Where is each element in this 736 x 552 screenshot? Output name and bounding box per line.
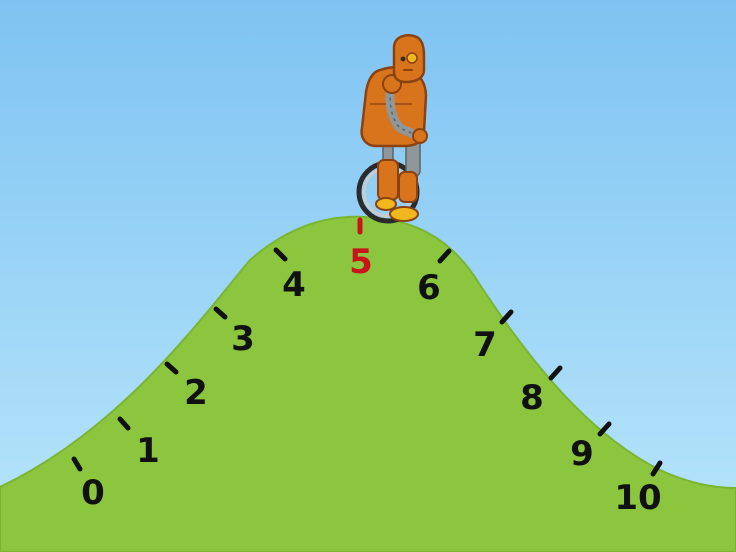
tick-3 xyxy=(213,306,228,320)
tick-label-1: 1 xyxy=(136,431,160,471)
tick-label-2: 2 xyxy=(184,373,208,413)
tick-label-3: 3 xyxy=(231,319,255,359)
tick-9 xyxy=(597,421,612,437)
tick-7 xyxy=(499,309,514,325)
tick-8 xyxy=(548,365,563,381)
tick-label-10: 10 xyxy=(614,478,661,518)
tick-labels: 0 1 2 3 4 5 6 7 8 9 10 xyxy=(81,242,662,518)
tick-marks xyxy=(71,217,663,477)
tick-6 xyxy=(437,248,452,264)
tick-1 xyxy=(117,416,131,431)
tick-label-8: 8 xyxy=(520,378,544,418)
tick-label-7: 7 xyxy=(473,325,497,365)
hill xyxy=(0,215,736,552)
tick-label-9: 9 xyxy=(570,434,594,474)
tick-4 xyxy=(273,247,288,262)
tick-10 xyxy=(650,460,663,477)
tick-label-0: 0 xyxy=(81,473,105,513)
robot-on-unicycle-icon xyxy=(356,34,428,224)
tick-label-4: 4 xyxy=(282,265,306,305)
tick-0 xyxy=(71,456,83,472)
tick-2 xyxy=(164,361,179,375)
tick-label-5: 5 xyxy=(349,242,373,282)
tick-label-6: 6 xyxy=(417,268,441,308)
